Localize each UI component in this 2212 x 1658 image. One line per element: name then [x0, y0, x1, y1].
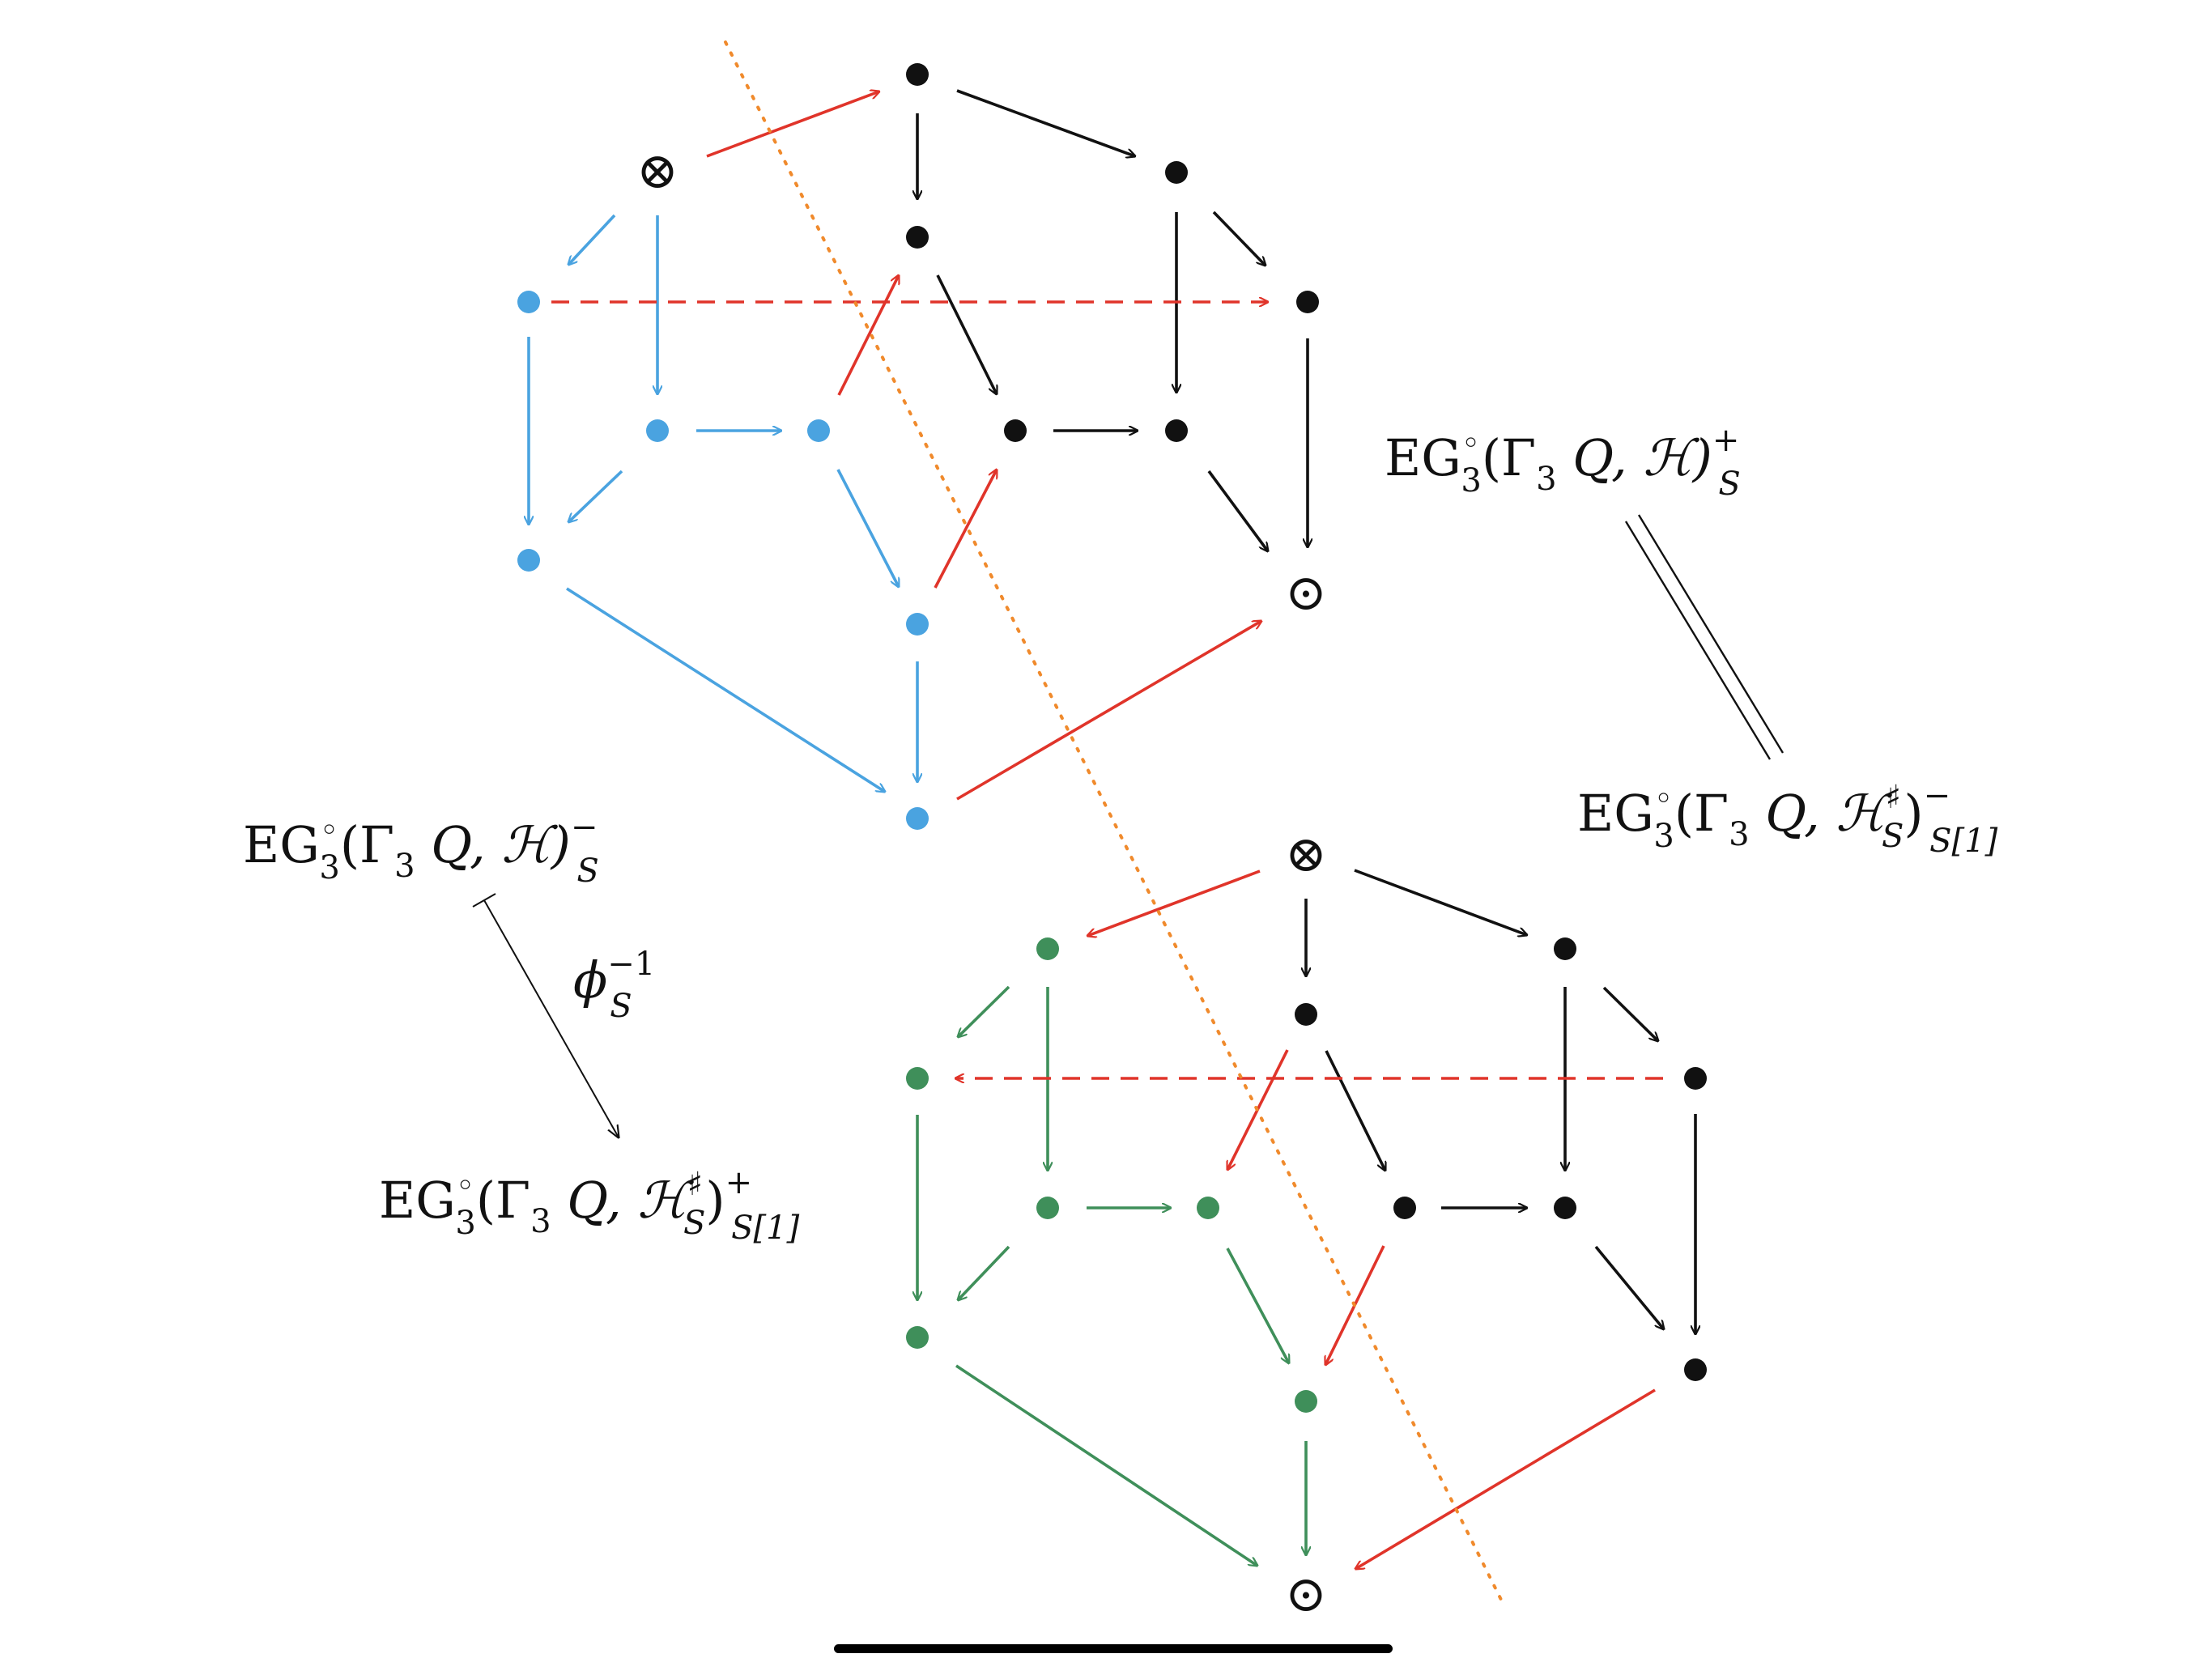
arrow [955, 1364, 1257, 1566]
upper-nodes: ⊗ ⊙ [517, 63, 1327, 830]
upper-red-arrows [551, 91, 1268, 801]
arrow [836, 469, 900, 587]
node [517, 291, 540, 313]
odot-marker: ⊙ [1285, 1564, 1327, 1623]
arrow [568, 470, 623, 522]
lower-red-arrows [955, 869, 1663, 1569]
node [807, 419, 830, 442]
node [1296, 291, 1319, 313]
node [1036, 1197, 1059, 1219]
node [1295, 1390, 1317, 1413]
node [1295, 1003, 1317, 1026]
arrow [1602, 986, 1658, 1041]
upper-black-arrows [917, 89, 1308, 551]
arrow [934, 470, 997, 589]
node [1684, 1067, 1707, 1090]
label-upper-plus: EG◦3(Γ3 Q, ℋ)+S [1385, 422, 1741, 503]
node [1393, 1197, 1416, 1219]
home-indicator[interactable] [834, 1644, 1393, 1653]
node [646, 419, 669, 442]
maps-to-arrow [472, 893, 619, 1137]
node [1554, 937, 1576, 960]
equality-connector [1624, 514, 1784, 760]
node [1165, 419, 1188, 442]
node [906, 807, 929, 830]
divider-line [724, 40, 1504, 1603]
arrow [1207, 470, 1268, 551]
arrow [958, 1245, 1010, 1300]
node [906, 613, 929, 636]
otimes-marker: ⊗ [1285, 824, 1327, 883]
node [1004, 419, 1027, 442]
arrow [1325, 1050, 1385, 1171]
arrow [1594, 1245, 1664, 1329]
arrow [1212, 210, 1266, 266]
node [1165, 161, 1188, 184]
arrow [1226, 1248, 1289, 1363]
arrow [1087, 869, 1261, 936]
arrow [566, 587, 885, 792]
arrow [1354, 869, 1527, 935]
arrow [706, 91, 879, 158]
node [1197, 1197, 1219, 1219]
otimes-marker: ⊗ [636, 141, 678, 200]
node [1684, 1358, 1707, 1381]
arrow [956, 621, 1261, 801]
label-lower-plus: EG◦3(Γ3 Q, ℋ♯S)+S[1] [379, 1164, 800, 1247]
upper-diagram: ⊗ ⊙ [517, 63, 1327, 830]
node [1036, 937, 1059, 960]
arrow [936, 274, 998, 394]
node [906, 1326, 929, 1349]
arrow [1355, 1388, 1656, 1569]
lower-green-arrows [917, 985, 1306, 1566]
upper-blue-arrows [529, 214, 917, 792]
node [1554, 1197, 1576, 1219]
node [517, 549, 540, 572]
arrow [837, 275, 900, 396]
node [906, 1067, 929, 1090]
node [906, 226, 929, 249]
lower-black-arrows [1306, 869, 1695, 1334]
arrow [958, 985, 1010, 1037]
label-upper-minus: EG◦3(Γ3 Q, ℋ)−S [243, 809, 599, 890]
node [906, 63, 929, 86]
arrow [568, 214, 616, 265]
label-lower-minus: EG◦3(Γ3 Q, ℋ♯S)−S[1] [1577, 777, 1998, 860]
lower-nodes: ⊗ ⊙ [906, 824, 1707, 1623]
odot-marker: ⊙ [1285, 563, 1327, 622]
lower-diagram: ⊗ ⊙ [906, 824, 1707, 1623]
arrow [956, 89, 1135, 156]
